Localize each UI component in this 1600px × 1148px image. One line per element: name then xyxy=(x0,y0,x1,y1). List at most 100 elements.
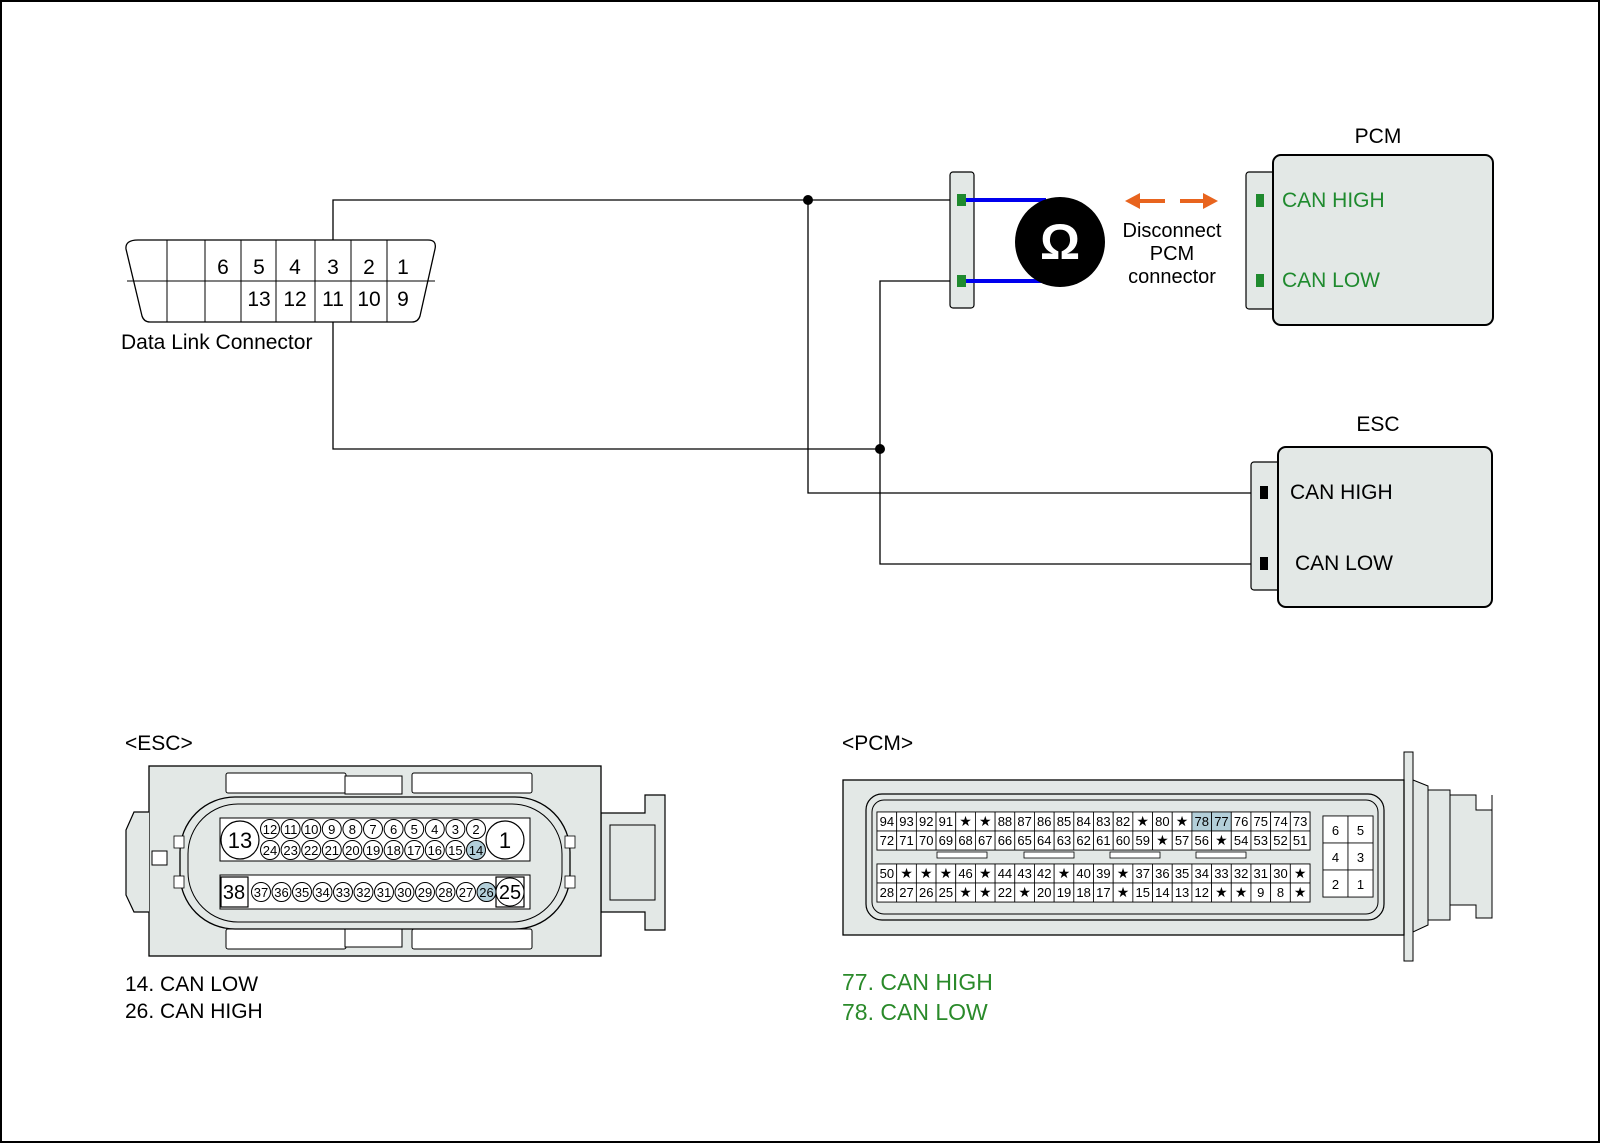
pcm-pin-91: 91 xyxy=(939,814,953,829)
esc-pin-11: 11 xyxy=(284,822,298,837)
pcm-pin-74: 74 xyxy=(1273,814,1287,829)
esc-pin xyxy=(424,819,445,839)
pcm-pin-66: 66 xyxy=(998,833,1012,848)
pcm-can-high: CAN HIGH xyxy=(1282,189,1385,212)
pcm-pin-73: 73 xyxy=(1293,814,1307,829)
esc-pin-10: 10 xyxy=(304,822,318,837)
pin-terminal xyxy=(1256,194,1264,207)
esc-pin xyxy=(353,882,374,902)
wire-can-low-main xyxy=(332,315,880,450)
pcm-small-pin-6: 6 xyxy=(1332,823,1339,838)
esc-big-pin xyxy=(220,876,249,908)
pcm-pin-20: 20 xyxy=(1037,885,1051,900)
pcm-pin-33: 33 xyxy=(1214,866,1228,881)
pcm-pin-unused: ★ xyxy=(900,865,913,881)
pcm-pin-93: 93 xyxy=(899,814,913,829)
esc-pin xyxy=(301,819,322,839)
disconnect-arrows xyxy=(1125,193,1218,209)
pcm-pin-17: 17 xyxy=(1096,885,1110,900)
pcm-pin-51: 51 xyxy=(1293,833,1307,848)
pcm-pin-unused: ★ xyxy=(959,813,972,829)
esc-pin xyxy=(280,819,301,839)
pcm-small-pin xyxy=(1322,869,1349,898)
esc-pin-15: 15 xyxy=(448,843,462,858)
wiring xyxy=(332,199,1258,565)
esc-pin xyxy=(394,882,415,902)
esc-pin-30: 30 xyxy=(397,885,411,900)
esc-pin-8: 8 xyxy=(349,822,356,837)
pcm-pin-unused: ★ xyxy=(1176,813,1189,829)
pcm-pin-unused: ★ xyxy=(1018,884,1031,900)
arrow-right-icon xyxy=(1203,193,1218,209)
pcm-pin-71: 71 xyxy=(899,833,913,848)
pcm-module: PCM CAN HIGH CAN LOW xyxy=(1245,125,1494,326)
pcm-pin-87: 87 xyxy=(1017,814,1031,829)
esc-pin xyxy=(321,819,342,839)
pcm-pin-64: 64 xyxy=(1037,833,1051,848)
dlc-pin-2: 2 xyxy=(363,256,375,279)
wire-can-high-to-esc xyxy=(807,200,1258,494)
esc-pin-35: 35 xyxy=(295,885,309,900)
pcm-pin-61: 61 xyxy=(1096,833,1110,848)
pcm-pin-14: 14 xyxy=(1155,885,1169,900)
esc-pin-13: 13 xyxy=(228,828,252,853)
pcm-pin-59: 59 xyxy=(1135,833,1149,848)
dlc-label: Data Link Connector xyxy=(121,331,312,354)
esc-pin-34: 34 xyxy=(315,885,329,900)
esc-pin-16: 16 xyxy=(428,843,442,858)
pcm-pin-46: 46 xyxy=(958,866,972,881)
pin-terminal xyxy=(957,275,966,287)
esc-pin-25: 25 xyxy=(499,882,521,904)
pcm-pin-unused: ★ xyxy=(979,813,992,829)
pcm-small-pin-3: 3 xyxy=(1357,850,1364,865)
esc-pin xyxy=(424,840,445,860)
esc-can-low: CAN LOW xyxy=(1295,552,1393,575)
esc-pin xyxy=(466,840,486,860)
pcm-pin-unused: ★ xyxy=(1215,884,1228,900)
esc-pin-32: 32 xyxy=(356,885,370,900)
esc-pin xyxy=(251,882,271,902)
esc-pin-4: 4 xyxy=(431,822,438,837)
disconnect-note-line1: Disconnect xyxy=(1123,220,1222,242)
pin-terminal xyxy=(1260,486,1268,499)
esc-pin xyxy=(404,819,425,839)
inline-connector xyxy=(949,171,975,309)
pcm-small-pin-2: 2 xyxy=(1332,877,1339,892)
esc-pin xyxy=(363,840,383,860)
pin-terminal xyxy=(957,194,966,206)
pcm-pin-32: 32 xyxy=(1234,866,1248,881)
esc-legend-line2: 26. CAN HIGH xyxy=(125,1000,263,1023)
pcm-pin-unused: ★ xyxy=(1136,813,1149,829)
pcm-pin-15: 15 xyxy=(1135,885,1149,900)
pcm-pin-27: 27 xyxy=(899,885,913,900)
pcm-pin-unused: ★ xyxy=(1294,865,1307,881)
pcm-pin-unused: ★ xyxy=(979,884,992,900)
esc-pin-23: 23 xyxy=(283,843,297,858)
wire-can-high-main xyxy=(332,199,950,248)
pcm-pin-39: 39 xyxy=(1096,866,1110,881)
pcm-pin-28: 28 xyxy=(880,885,894,900)
pcm-pin-78: 78 xyxy=(1195,814,1209,829)
pcm-pin-42: 42 xyxy=(1037,866,1051,881)
esc-pin xyxy=(280,840,301,860)
pcm-pin-86: 86 xyxy=(1037,814,1051,829)
esc-title: ESC xyxy=(1356,413,1399,436)
pcm-pin-70: 70 xyxy=(919,833,933,848)
esc-pin xyxy=(342,819,363,839)
pcm-pin-9: 9 xyxy=(1257,885,1264,900)
esc-pin xyxy=(271,882,292,902)
esc-pin-12: 12 xyxy=(263,822,277,837)
esc-pin xyxy=(466,819,486,839)
esc-big-pin xyxy=(485,820,525,860)
pcm-pin-unused: ★ xyxy=(1215,832,1228,848)
pcm-pin-67: 67 xyxy=(978,833,992,848)
pcm-pin-68: 68 xyxy=(958,833,972,848)
esc-pin-2: 2 xyxy=(472,822,479,837)
esc-can-high: CAN HIGH xyxy=(1290,481,1393,504)
esc-pin xyxy=(260,819,280,839)
esc-pin-31: 31 xyxy=(377,885,391,900)
pcm-pin-30: 30 xyxy=(1273,866,1287,881)
esc-pin-36: 36 xyxy=(274,885,288,900)
